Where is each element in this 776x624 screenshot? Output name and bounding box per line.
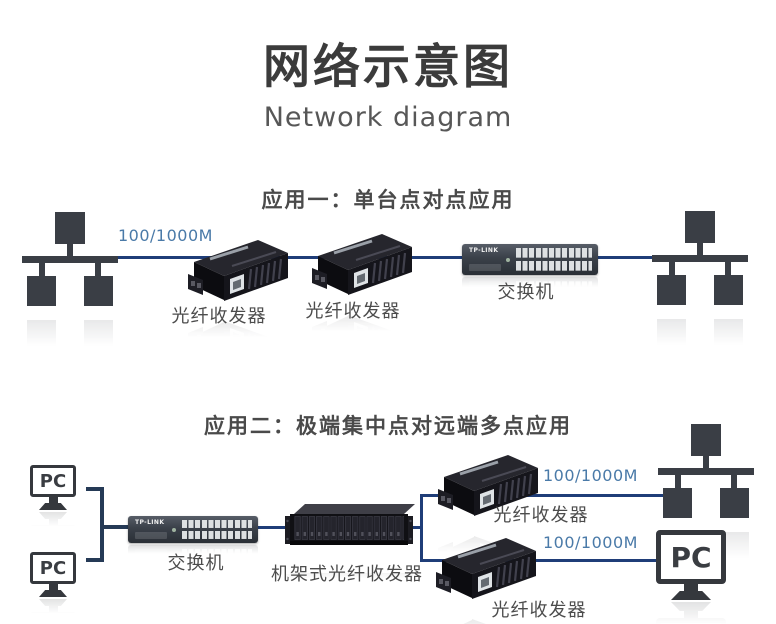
- pc-screen: PC: [656, 530, 726, 584]
- pc-merge-line: [100, 487, 104, 562]
- rack-chassis: [285, 500, 419, 558]
- switch-led: [172, 528, 176, 533]
- pc-label: PC: [670, 540, 712, 574]
- branch-vertical-line: [420, 494, 423, 562]
- switch-model-panel: [469, 264, 501, 271]
- pc2-link-line: [86, 558, 103, 562]
- switch-brand-label: TP-LINK: [469, 247, 499, 254]
- pc1-link-line: [86, 487, 103, 491]
- pc-stand-neck: [48, 584, 58, 590]
- pc-stand-foot: [671, 591, 711, 600]
- switch2-link-line: [103, 525, 130, 529]
- pc-screen: PC: [30, 465, 76, 497]
- page-title: 网络示意图: [263, 40, 513, 95]
- rack-chassis-label: 机架式光纤收发器: [271, 564, 423, 585]
- fiber-transceiver-illustration: [436, 538, 536, 599]
- lan-network-tree-icon: [652, 211, 748, 305]
- transceiver-1-label: 光纤收发器: [171, 306, 267, 327]
- pc-icon-bottom: PC: [30, 552, 76, 597]
- section2-heading: 应用二：极端集中点对远端多点应用: [204, 414, 572, 438]
- switch-ports: [516, 248, 592, 271]
- switch-1: TP-LINK: [462, 244, 598, 275]
- branch-bottom-speed-label: 100/1000M: [543, 533, 638, 552]
- fiber-transceiver-illustration: [312, 234, 412, 295]
- switch-2-label: 交换机: [167, 553, 225, 574]
- branch-top-speed-label: 100/1000M: [543, 466, 638, 485]
- branch-top-line: [420, 494, 665, 497]
- transceiver-2-label: 光纤收发器: [305, 301, 401, 322]
- switch-model-panel: [135, 532, 167, 539]
- branch-bottom-line: [420, 559, 660, 562]
- fiber-transceiver-illustration: [438, 455, 538, 516]
- transceiver-2: [312, 226, 416, 304]
- switch-chassis-line: [256, 526, 288, 529]
- transceiver-top-label: 光纤收发器: [493, 505, 589, 526]
- pc-screen: PC: [30, 552, 76, 584]
- switch-ports: [182, 520, 252, 539]
- transceiver-1: [188, 232, 292, 310]
- pc-stand-foot: [39, 590, 67, 597]
- transceiver-bottom: [436, 530, 540, 608]
- pc-label: PC: [39, 470, 67, 492]
- pc-icon-remote: PC: [656, 530, 726, 600]
- transceiver-top: [438, 447, 542, 525]
- switch-2: TP-LINK: [128, 516, 258, 543]
- network-tree-left: [22, 212, 118, 312]
- pc-stand-foot: [39, 503, 67, 510]
- rack-chassis-illustration: [285, 504, 415, 545]
- page-subtitle: Network diagram: [263, 102, 513, 133]
- pc-icon-top: PC: [30, 465, 76, 510]
- network-tree-right: [652, 211, 748, 311]
- section1-speed-label: 100/1000M: [118, 226, 213, 245]
- pc-stand-neck: [48, 497, 58, 503]
- transceiver-bottom-label: 光纤收发器: [491, 600, 587, 621]
- pc-stand-neck: [684, 584, 698, 591]
- chassis-branch-line: [410, 526, 423, 529]
- switch-1-label: 交换机: [497, 282, 555, 303]
- switch-brand-label: TP-LINK: [135, 519, 165, 526]
- switch-led: [506, 257, 510, 262]
- lan-network-tree-icon: [22, 212, 118, 306]
- fiber-transceiver-illustration: [188, 240, 288, 301]
- section1-heading: 应用一：单台点对点应用: [261, 188, 515, 212]
- lan-network-tree-icon: [658, 424, 754, 518]
- network-tree-remote: [658, 424, 754, 524]
- pc-label: PC: [39, 557, 67, 579]
